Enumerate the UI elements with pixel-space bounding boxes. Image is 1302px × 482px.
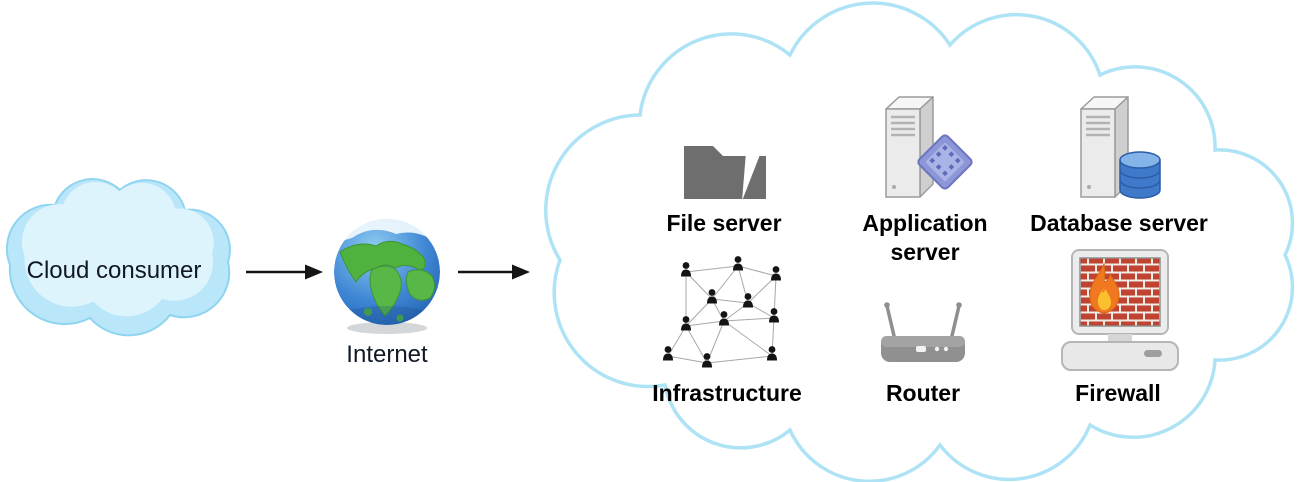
firewall-label: Firewall — [1075, 380, 1161, 406]
globe-icon — [334, 219, 440, 334]
file-server-label: File server — [666, 210, 782, 236]
application-server-icon — [884, 95, 973, 199]
firewall-computer-icon — [1061, 249, 1179, 371]
router-icon — [881, 302, 965, 362]
folder-icon — [684, 146, 766, 201]
database-server-icon — [1079, 95, 1161, 199]
arrow-consumer-internet-icon — [246, 264, 323, 280]
consumer-cloud-shape — [5, 178, 231, 337]
internet-label: Internet — [346, 341, 428, 368]
application-server-label: Application server — [862, 210, 988, 265]
consumer-label: Cloud consumer — [26, 257, 202, 284]
arrow-internet-provider-icon — [458, 264, 530, 280]
router-label: Router — [885, 380, 961, 406]
database-server-label: Database server — [1030, 210, 1208, 236]
network-people-icon — [663, 256, 781, 368]
infrastructure-label: Infrastructure — [652, 380, 802, 406]
